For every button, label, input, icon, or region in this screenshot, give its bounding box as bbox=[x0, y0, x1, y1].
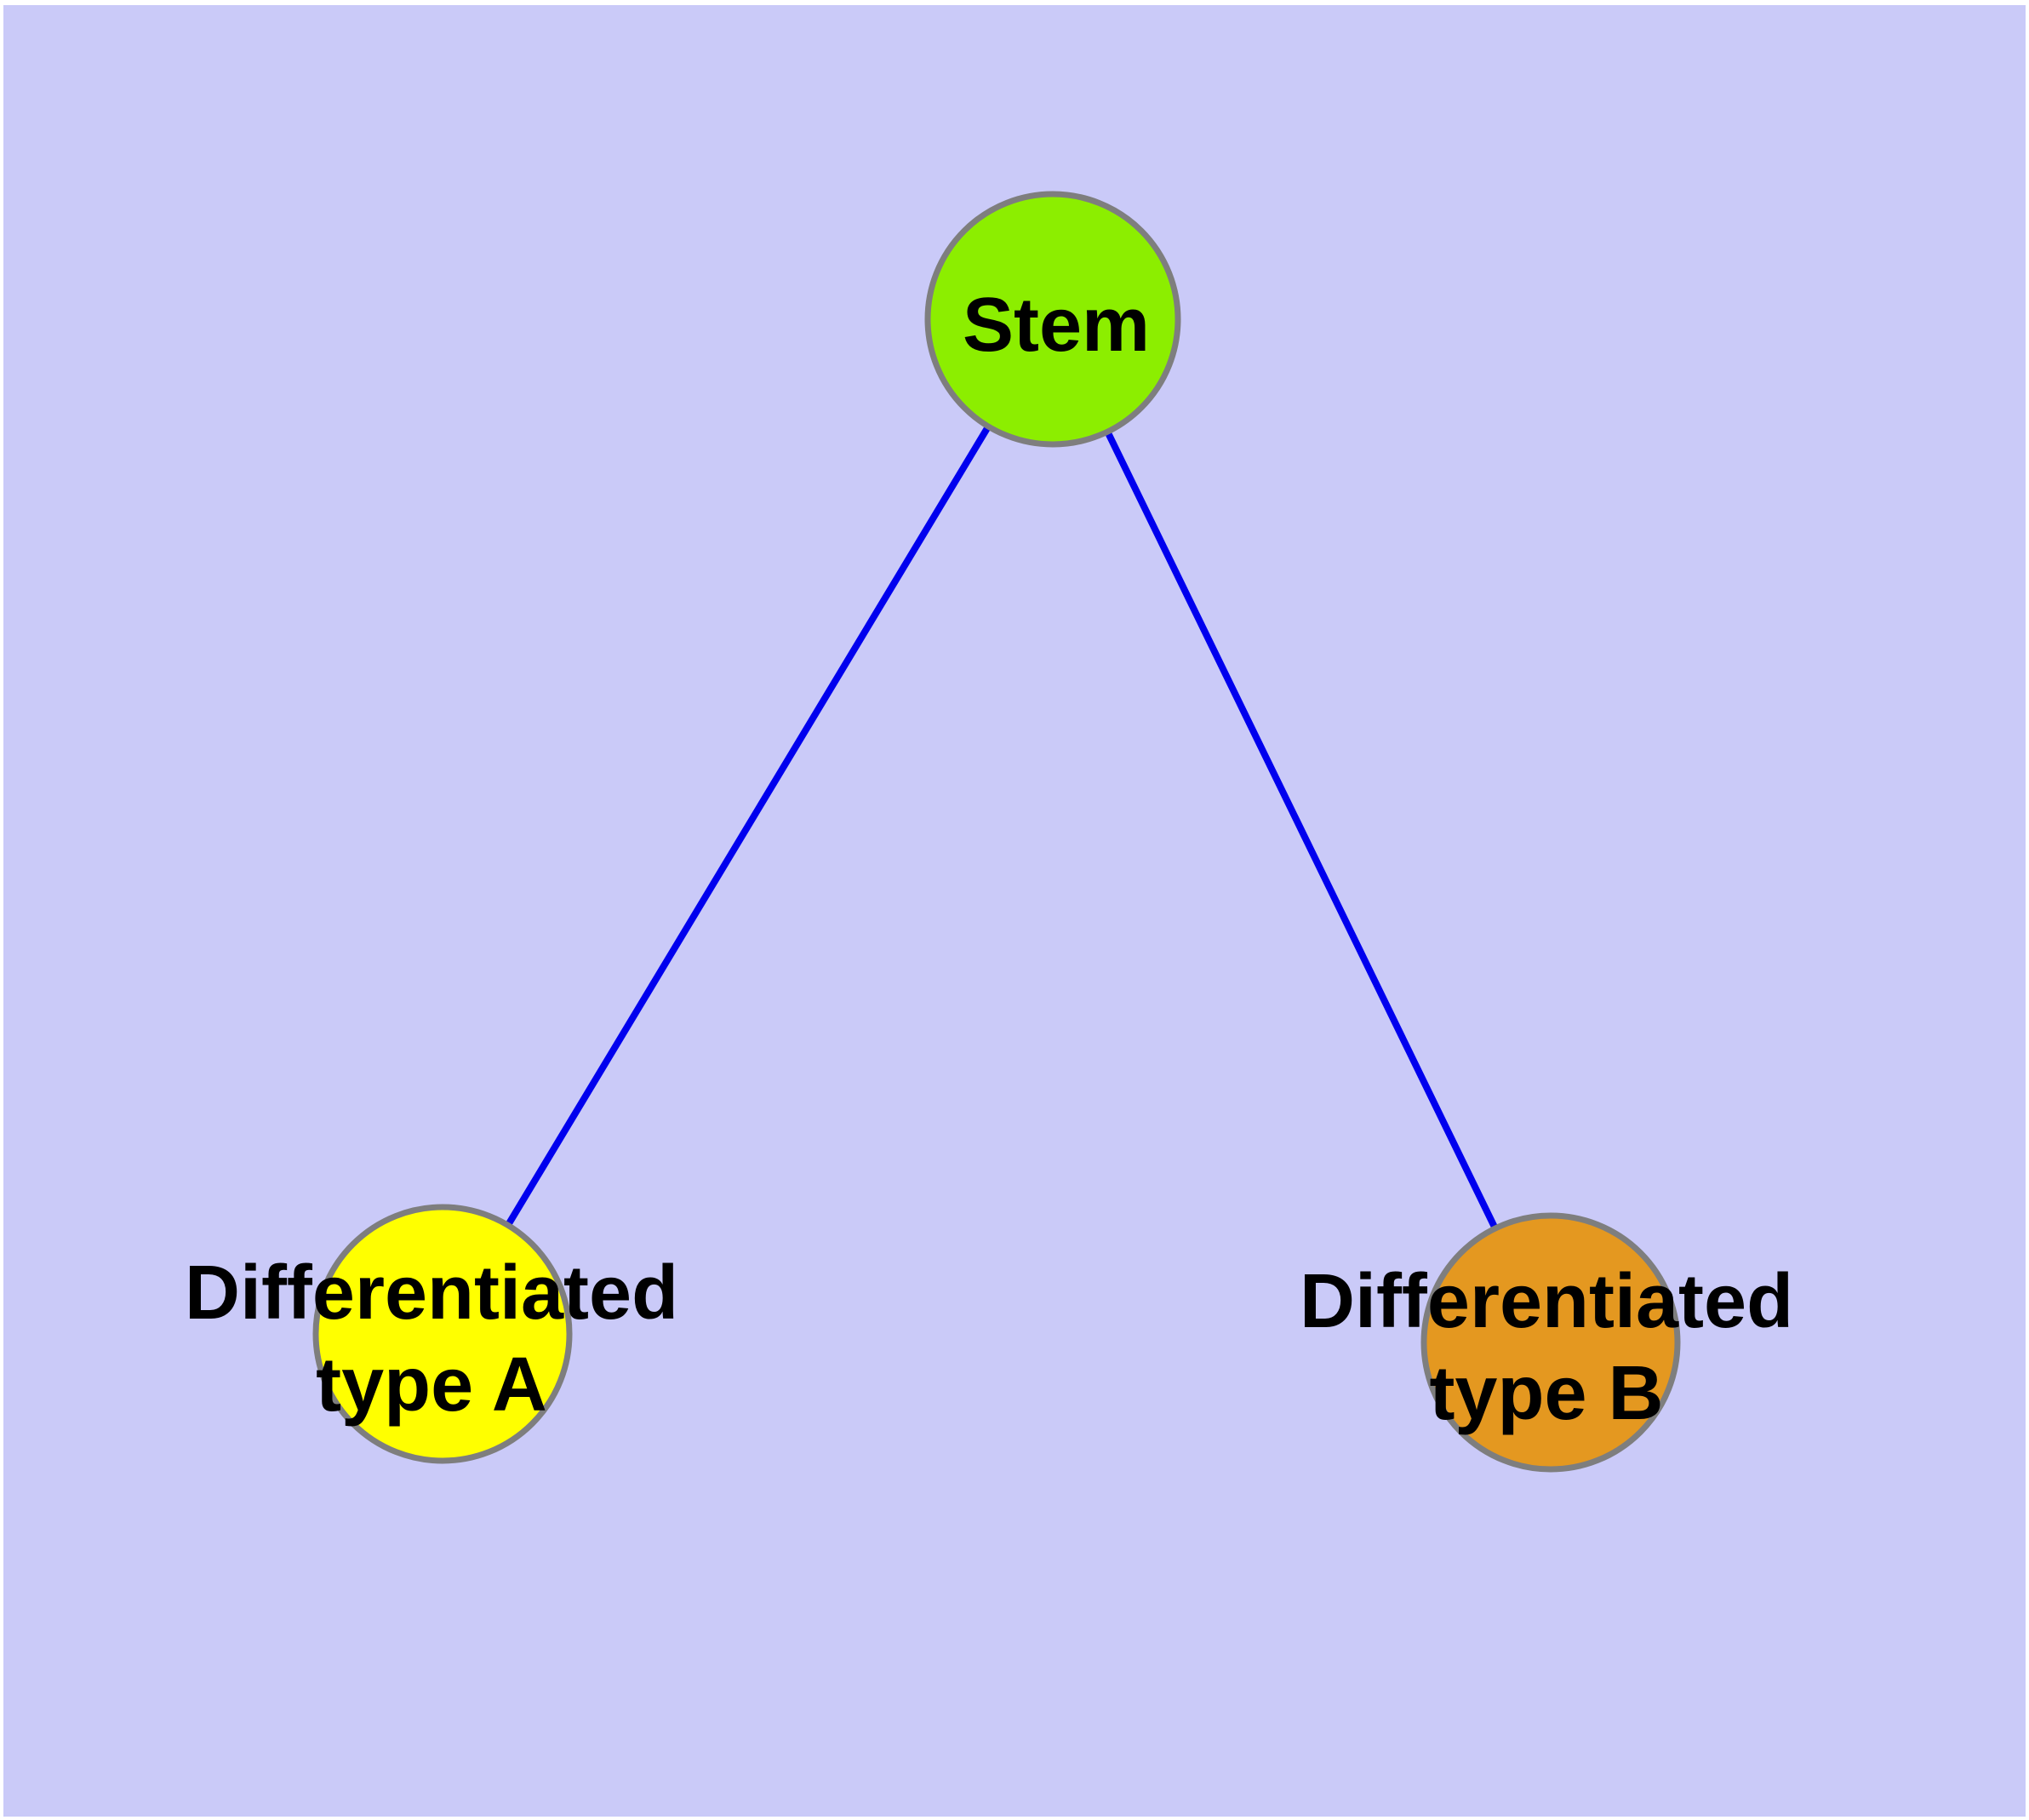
node-differentiated-type-a bbox=[312, 1204, 573, 1464]
edge-stem-to-type-b bbox=[1049, 316, 1554, 1346]
node-label-stem: Stem bbox=[962, 283, 1151, 368]
graph-svg bbox=[312, 191, 1681, 1473]
node-differentiated-type-b bbox=[1420, 1212, 1681, 1473]
diagram-canvas: Stem Differentiated type A Differentiate… bbox=[3, 5, 2026, 1817]
node-label-differentiated-type-a: Differentiated type A bbox=[184, 1251, 679, 1428]
node-label-differentiated-type-b: Differentiated type B bbox=[1299, 1259, 1794, 1436]
node-stem bbox=[924, 191, 1181, 448]
edge-stem-to-type-a bbox=[439, 316, 1056, 1337]
